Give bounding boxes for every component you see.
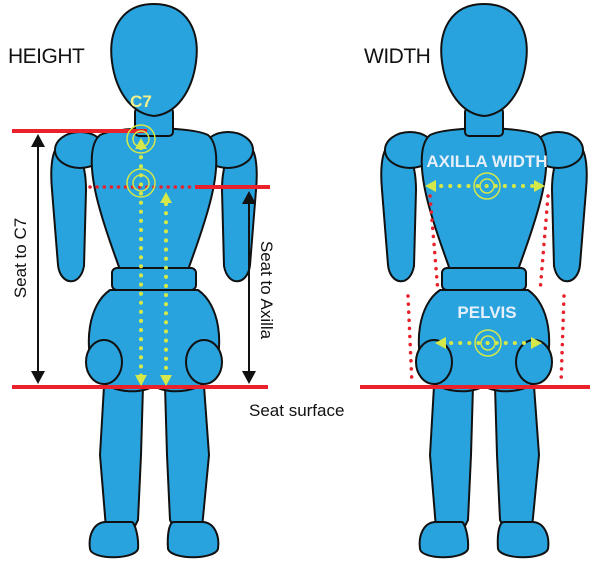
c7-label: C7 [130, 92, 152, 111]
pelvis-label: PELVIS [457, 303, 516, 322]
axilla-width-boundary-left [540, 196, 548, 292]
left-figure [51, 4, 256, 557]
seat-to-axilla-label: Seat to Axilla [257, 241, 276, 340]
right-figure-waist [442, 268, 526, 290]
right-figure [381, 4, 586, 557]
pelvis-boundary-left [561, 296, 564, 384]
right-figure-right-buttock [416, 340, 452, 384]
left-figure-right-buttock [86, 340, 122, 384]
right-figure-left-foot [498, 522, 549, 557]
axilla-width-label: AXILLA WIDTH [426, 152, 547, 171]
right-figure-right-leg [430, 386, 473, 528]
left-figure-right-leg [100, 386, 143, 528]
left-figure-right-foot [90, 522, 139, 557]
left-figure-head [111, 4, 196, 116]
right-figure-head [441, 4, 526, 116]
pelvis-boundary-right [408, 296, 412, 384]
left-figure-left-buttock [186, 340, 222, 384]
left-figure-waist [112, 268, 196, 290]
left-figure-left-leg [165, 386, 209, 528]
seat-to-c7-arrow [31, 134, 45, 384]
width-heading: WIDTH [364, 45, 430, 68]
left-figure-torso [92, 128, 217, 270]
left-figure-left-foot [168, 522, 219, 557]
right-figure-left-leg [495, 386, 539, 528]
right-figure-right-foot [420, 522, 469, 557]
seat-to-c7-label: Seat to C7 [11, 218, 30, 298]
seat-surface-label: Seat surface [249, 401, 344, 420]
height-heading: HEIGHT [8, 45, 85, 68]
